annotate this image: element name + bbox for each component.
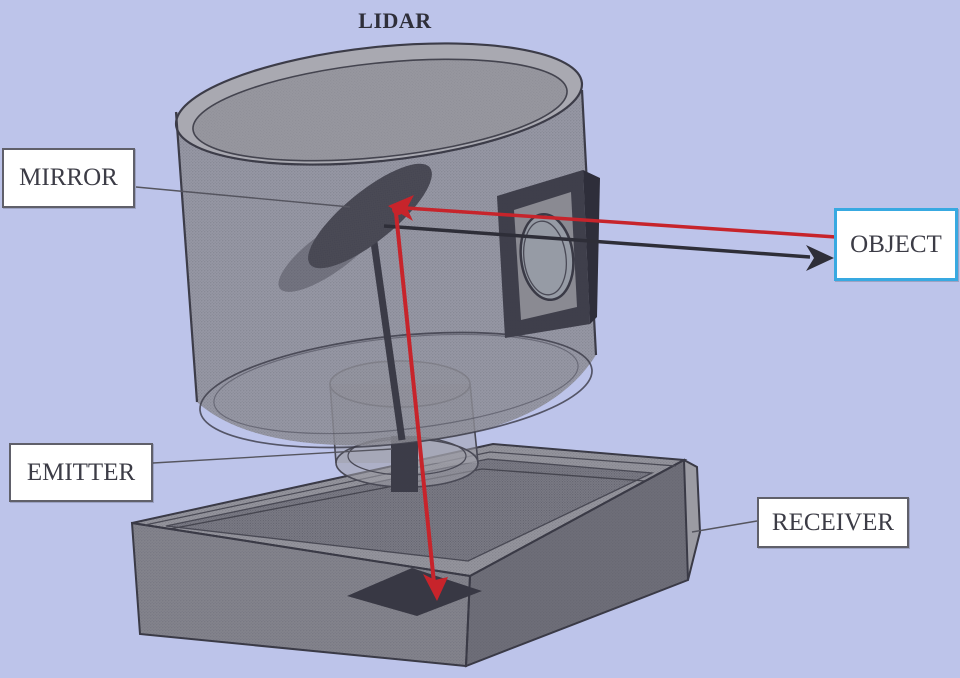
return-beam-receiver-arrowhead <box>423 574 448 601</box>
outgoing-beam-arrowhead <box>806 245 834 271</box>
outgoing-beam <box>383 224 811 259</box>
window-frame-side <box>583 170 600 324</box>
receiver-label-text: RECEIVER <box>771 508 895 536</box>
emitter-block-texture <box>391 436 418 492</box>
emitter-label: EMITTER <box>9 443 153 502</box>
box-inner-cavity-texture <box>166 459 652 561</box>
receiver-sensor-patch <box>347 568 482 616</box>
mirror-label: MIRROR <box>2 148 135 208</box>
label-connectors <box>135 186 758 533</box>
return-beam-horizontal <box>405 206 837 239</box>
exit-window <box>497 170 600 338</box>
beam-paths <box>383 195 837 601</box>
mirror-shaft <box>368 227 406 441</box>
object-label: OBJECT <box>834 208 958 281</box>
mirror-texture <box>308 163 432 269</box>
window-lens-inner-rim <box>523 220 567 296</box>
receiver-label: RECEIVER <box>757 497 909 548</box>
mirror-label-text: MIRROR <box>19 164 118 191</box>
scan-mirror-assembly <box>278 163 432 441</box>
emitter-label-text: EMITTER <box>26 458 136 486</box>
beam-impact-spot <box>392 203 404 215</box>
mirror-connector-line <box>135 186 351 208</box>
object-label-text: OBJECT <box>850 230 942 258</box>
diagram-title: LIDAR <box>358 8 432 33</box>
lidar-housing-cylinder <box>174 42 598 449</box>
receiver-base-box <box>130 442 702 668</box>
return-beam-vertical <box>394 212 436 584</box>
box-front-right-wall-texture <box>466 460 688 666</box>
receiver-connector-line <box>691 520 758 533</box>
housing-top-opening-texture <box>192 59 568 161</box>
box-front-left-wall-texture <box>132 523 470 666</box>
box-inner-wall-edge <box>169 468 646 530</box>
emitter-connector-line <box>152 448 393 464</box>
